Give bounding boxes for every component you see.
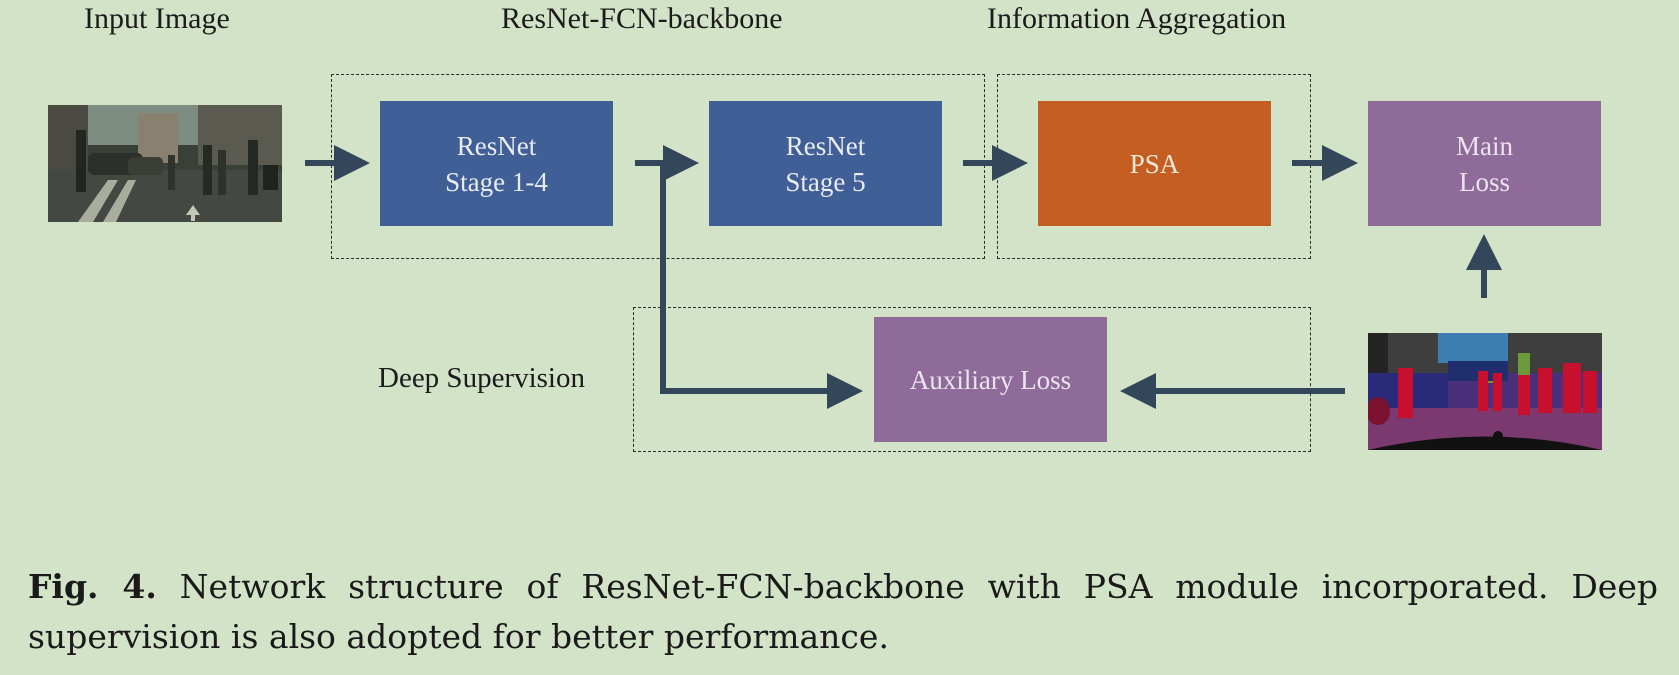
main-loss-label: Main Loss <box>1456 130 1513 197</box>
resnet-stage-5-block: ResNet Stage 5 <box>709 101 942 226</box>
auxiliary-loss-label: Auxiliary Loss <box>909 364 1072 395</box>
figure-number: Fig. 4. <box>28 567 157 606</box>
segmentation-image <box>1368 333 1602 450</box>
input-image <box>48 105 282 222</box>
resnet-stage-5-label: ResNet Stage 5 <box>785 130 866 197</box>
auxiliary-loss-block: Auxiliary Loss <box>874 317 1107 442</box>
deep-supervision-label: Deep Supervision <box>378 362 585 394</box>
psa-block: PSA <box>1038 101 1271 226</box>
aggregation-title: Information Aggregation <box>987 2 1287 35</box>
backbone-group <box>331 74 985 259</box>
deep-supervision-group <box>633 307 1311 452</box>
psa-label: PSA <box>1129 148 1180 179</box>
backbone-title: ResNet-FCN-backbone <box>501 2 783 35</box>
resnet-stage-1-4-block: ResNet Stage 1-4 <box>380 101 613 226</box>
input-image-title: Input Image <box>84 2 230 35</box>
caption-text: Network structure of ResNet-FCN-backbone… <box>28 567 1658 656</box>
main-loss-block: Main Loss <box>1368 101 1601 226</box>
resnet-stage-1-4-label: ResNet Stage 1-4 <box>445 130 548 197</box>
figure-caption: Fig. 4. Network structure of ResNet-FCN-… <box>28 562 1658 662</box>
arrow-stage14-to-aux-loss <box>660 160 863 409</box>
